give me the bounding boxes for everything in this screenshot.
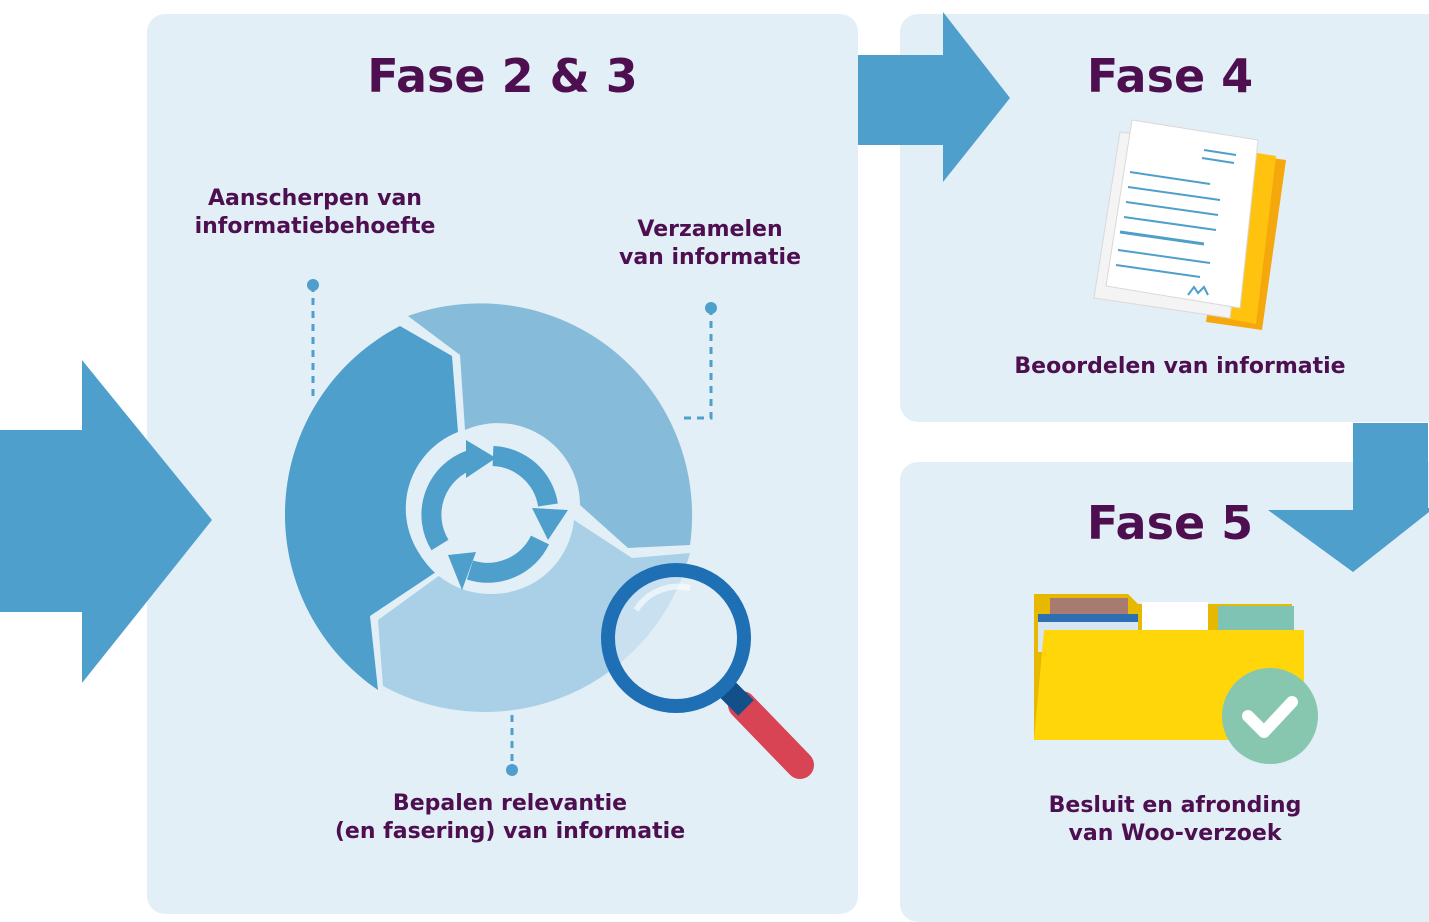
flow-arrows bbox=[0, 12, 1429, 683]
leader-dot-left bbox=[307, 279, 319, 291]
entry-arrow-icon bbox=[0, 360, 212, 683]
label-collect-information: Verzamelen van informatie bbox=[619, 217, 801, 270]
arrow-to-phase-5-icon bbox=[1268, 423, 1429, 572]
leader-lines bbox=[311, 285, 713, 768]
leader-dot-bottom bbox=[506, 764, 518, 776]
cycle-diagram bbox=[284, 279, 814, 779]
phase-2-3-title: Fase 2 & 3 bbox=[367, 49, 638, 103]
label-sharpen-information-need: Aanscherpen van informatiebehoefte bbox=[194, 186, 436, 239]
leader-dot-right bbox=[705, 302, 717, 314]
refresh-cycle-icon bbox=[421, 446, 558, 583]
label-determine-relevance: Bepalen relevantie (en fasering) van inf… bbox=[334, 791, 686, 844]
magnifier-icon bbox=[601, 563, 814, 779]
segment-verzamelen bbox=[408, 303, 693, 548]
check-circle-icon bbox=[1222, 668, 1318, 764]
completed-folder-icon bbox=[1034, 594, 1318, 764]
arrow-to-phase-4-icon bbox=[858, 12, 1010, 182]
label-decision-completion: Besluit en afronding van Woo-verzoek bbox=[1048, 793, 1302, 846]
label-assess-information: Beoordelen van informatie bbox=[1014, 354, 1346, 379]
phase-4-title: Fase 4 bbox=[1086, 49, 1254, 103]
document-folder-icon bbox=[1093, 119, 1286, 330]
segment-aanscherpen bbox=[284, 326, 458, 690]
phase-5-title: Fase 5 bbox=[1086, 496, 1254, 550]
